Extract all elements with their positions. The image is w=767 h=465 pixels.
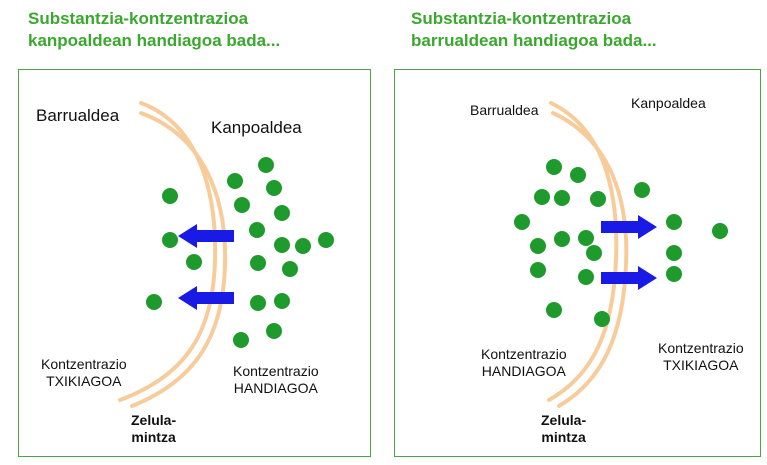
particle xyxy=(666,245,682,261)
high-concentration-label: Kontzentrazio HANDIAGOA xyxy=(481,346,567,380)
membrane-label: Zelula- mintza xyxy=(541,412,586,446)
particle xyxy=(227,173,243,189)
membrane-outer-line xyxy=(118,101,218,402)
particle xyxy=(590,191,606,207)
particle xyxy=(162,188,178,204)
particle xyxy=(546,159,562,175)
inward-arrow-icon xyxy=(178,286,234,310)
cell-membrane xyxy=(547,101,629,408)
particle xyxy=(634,182,650,198)
low-concentration-label: Kontzentrazio TXIKIAGOA xyxy=(658,340,744,374)
particle xyxy=(186,254,202,270)
left-diagram-canvas xyxy=(118,101,334,408)
particle xyxy=(233,332,249,348)
particle xyxy=(258,157,274,173)
particle xyxy=(712,223,728,239)
particle-group xyxy=(146,157,334,348)
particle xyxy=(234,197,250,213)
particle xyxy=(554,231,570,247)
particle xyxy=(534,189,550,205)
outside-region-label: Kanpoaldea xyxy=(211,118,302,137)
particle xyxy=(295,238,311,254)
particle xyxy=(530,262,546,278)
membrane-label: Zelula- mintza xyxy=(131,412,176,446)
particle-group xyxy=(514,159,728,327)
membrane-inner-line xyxy=(551,111,629,408)
particle xyxy=(249,222,265,238)
particle xyxy=(274,205,290,221)
left-diagram-panel: Barrualdea Kanpoaldea Kontzentrazio TXIK… xyxy=(18,69,371,457)
particle xyxy=(266,180,282,196)
high-concentration-line1: Kontzentrazio xyxy=(233,363,319,379)
right-diagram-canvas xyxy=(514,101,728,408)
right-heading-line2: barrualdean handiagoa bada... xyxy=(411,31,657,50)
inward-arrow-icon xyxy=(178,224,234,248)
high-concentration-line2: HANDIAGOA xyxy=(233,380,318,396)
low-concentration-line2: TXIKIAGOA xyxy=(663,357,739,373)
low-concentration-line1: Kontzentrazio xyxy=(658,340,744,356)
particle xyxy=(282,261,298,277)
outward-arrow-icon xyxy=(601,215,657,239)
particle xyxy=(274,293,290,309)
particle xyxy=(250,295,266,311)
particle xyxy=(162,232,178,248)
particle xyxy=(594,311,610,327)
low-concentration-line2: TXIKIAGOA xyxy=(46,373,122,389)
high-concentration-label: Kontzentrazio HANDIAGOA xyxy=(233,363,319,397)
particle xyxy=(570,167,586,183)
membrane-label-line1: Zelula- xyxy=(131,412,177,428)
outside-region-label: Kanpoaldea xyxy=(631,95,706,111)
particle xyxy=(266,323,282,339)
particle xyxy=(250,255,266,271)
right-heading: Substantzia-kontzentrazioa barrualdean h… xyxy=(411,8,657,52)
inside-region-label: Barrualdea xyxy=(470,102,539,118)
low-concentration-label: Kontzentrazio TXIKIAGOA xyxy=(41,356,127,390)
membrane-outer-line xyxy=(547,101,619,402)
particle xyxy=(578,230,594,246)
left-heading-line2: kanpoaldean handiagoa bada... xyxy=(28,31,281,50)
particle xyxy=(514,214,530,230)
particle xyxy=(666,214,682,230)
particle xyxy=(146,294,162,310)
membrane-label-line2: mintza xyxy=(541,429,586,445)
right-diagram-panel: Barrualdea Kanpoaldea Kontzentrazio HAND… xyxy=(394,69,761,457)
cell-membrane xyxy=(118,101,228,408)
particle xyxy=(578,269,594,285)
membrane-inner-line xyxy=(130,111,228,408)
right-heading-line1: Substantzia-kontzentrazioa xyxy=(411,9,632,28)
particle xyxy=(666,266,682,282)
diffusion-arrows xyxy=(601,215,657,290)
membrane-label-line2: mintza xyxy=(131,429,176,445)
membrane-label-line1: Zelula- xyxy=(541,412,587,428)
particle xyxy=(530,238,546,254)
low-concentration-line1: Kontzentrazio xyxy=(41,356,127,372)
high-concentration-line2: HANDIAGOA xyxy=(481,363,566,379)
left-heading-line1: Substantzia-kontzentrazioa xyxy=(28,9,249,28)
left-heading: Substantzia-kontzentrazioa kanpoaldean h… xyxy=(28,8,280,52)
particle xyxy=(546,302,562,318)
diffusion-arrows xyxy=(178,224,234,310)
particle xyxy=(554,190,570,206)
particle xyxy=(318,232,334,248)
particle xyxy=(586,245,602,261)
inside-region-label: Barrualdea xyxy=(36,106,120,125)
particle xyxy=(274,237,290,253)
outward-arrow-icon xyxy=(601,266,657,290)
high-concentration-line1: Kontzentrazio xyxy=(481,346,567,362)
